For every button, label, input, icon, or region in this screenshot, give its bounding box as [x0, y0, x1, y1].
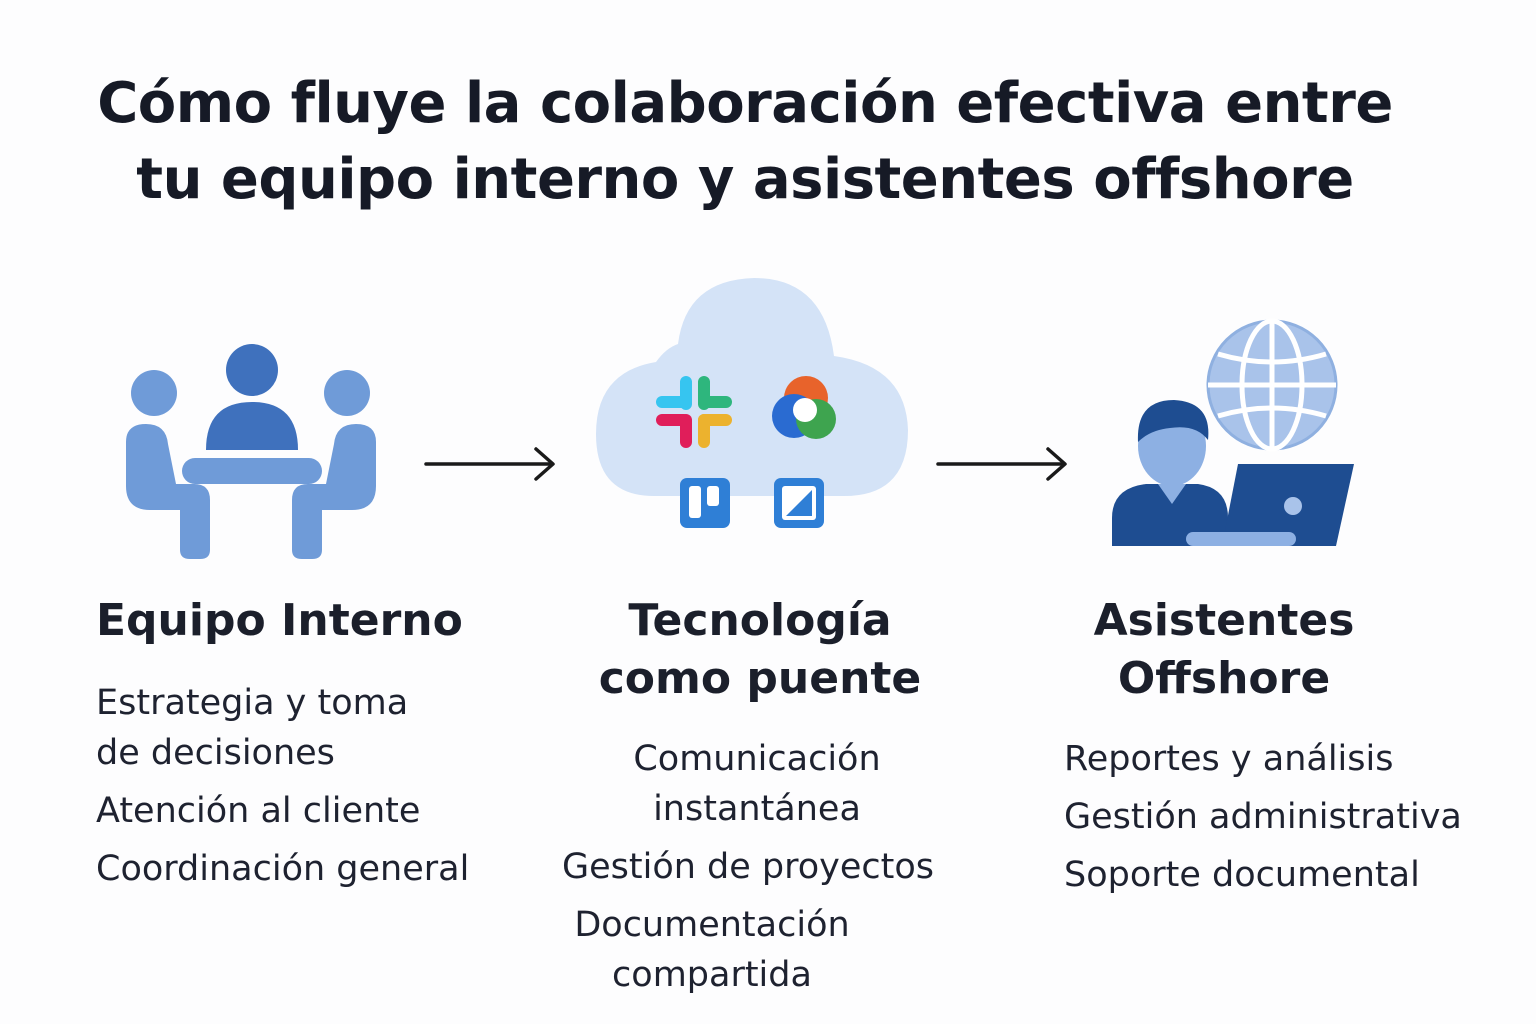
asistentes-list: Reportes y análisis Gestión administrati…: [1064, 734, 1524, 908]
chat-app-icon: [656, 376, 732, 448]
globe-icon: [1206, 318, 1338, 452]
document-app-icon: [774, 478, 824, 528]
heading-line: Offshore: [1117, 653, 1331, 704]
heading-line: Tecnología: [628, 595, 892, 646]
cloud-apps-icon: [596, 278, 908, 528]
list-item: Reportes y análisis: [1064, 739, 1394, 779]
person-icon: [1112, 400, 1228, 546]
heading-line: como puente: [598, 653, 922, 704]
equipo-interno-list: Estrategia y toma de decisiones Atención…: [96, 678, 516, 902]
remote-worker-globe-icon: [1112, 318, 1354, 546]
arrow-icon: [936, 447, 1067, 481]
list-item: Estrategia y toma de decisiones: [96, 683, 409, 773]
list-item: Comunicación instantánea: [633, 739, 881, 829]
list-item: Coordinación general: [96, 849, 470, 889]
laptop-icon: [1186, 464, 1354, 546]
list-item: Documentación compartida: [574, 905, 850, 995]
video-app-icon: [772, 376, 836, 439]
heading-line: Asistentes: [1093, 595, 1355, 646]
team-meeting-icon: [126, 344, 376, 559]
title-line-2: tu equipo interno y asistentes offshore: [136, 147, 1354, 212]
list-item: Atención al cliente: [96, 791, 421, 831]
arrow-icon: [424, 447, 555, 481]
column-heading-tecnologia: Tecnología como puente: [560, 592, 960, 708]
tecnologia-list: Comunicación instantánea Gestión de proy…: [562, 734, 962, 1008]
column-heading-equipo-interno: Equipo Interno: [96, 595, 463, 646]
column-heading-asistentes: Asistentes Offshore: [1034, 592, 1414, 708]
title-line-1: Cómo fluye la colaboración efectiva entr…: [97, 71, 1393, 136]
board-app-icon: [680, 478, 730, 528]
diagram-title: Cómo fluye la colaboración efectiva entr…: [0, 66, 1490, 218]
list-item: Gestión administrativa: [1064, 797, 1462, 837]
list-item: Gestión de proyectos: [562, 847, 935, 887]
list-item: Soporte documental: [1064, 855, 1420, 895]
